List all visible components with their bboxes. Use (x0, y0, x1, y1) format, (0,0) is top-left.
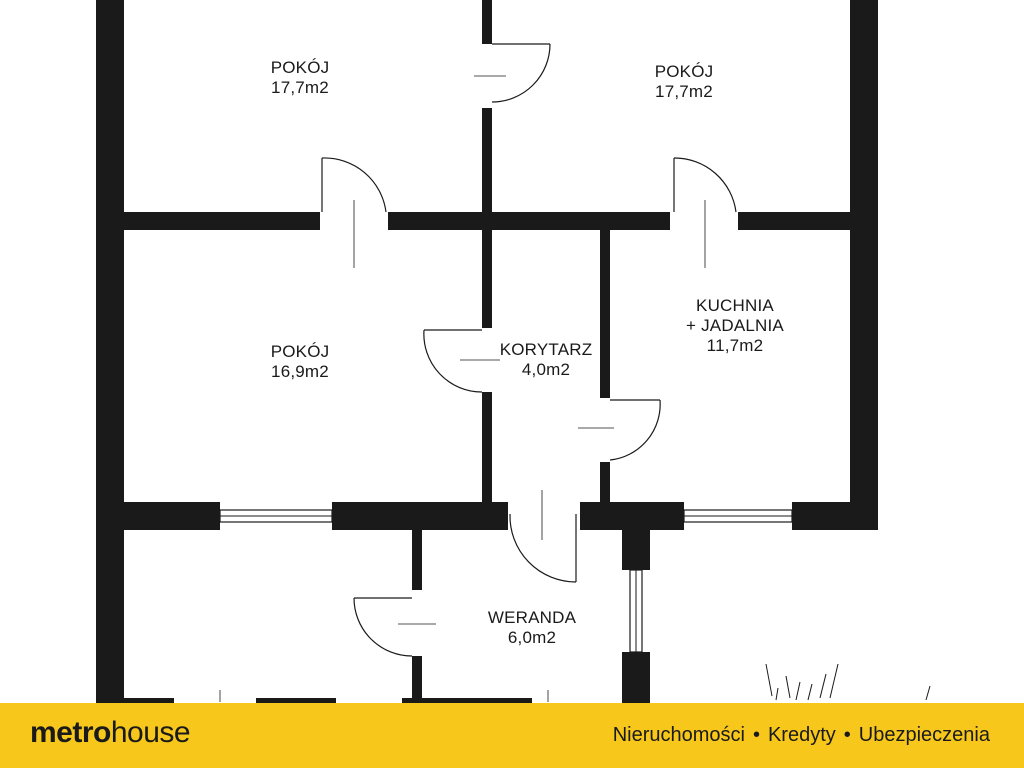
door-pokoj-left (321, 157, 387, 268)
room-label-pokoj-middle-left: POKÓJ 16,9m2 (240, 342, 360, 382)
outer-wall-left (96, 0, 124, 710)
wall-lower-center (332, 502, 508, 530)
wall-veranda-right-upper (622, 530, 650, 570)
room-label-korytarz: KORYTARZ 4,0m2 (484, 340, 608, 380)
tagline-item: Kredyty (767, 724, 836, 746)
room-label-weranda: WERANDA 6,0m2 (464, 608, 600, 648)
wall-corridor-left-lower (482, 392, 492, 504)
room-label-pokoj-top-right: POKÓJ 17,7m2 (624, 62, 744, 102)
room-name-line2: + JADALNIA (686, 316, 784, 335)
wall-lower-right-b (792, 502, 878, 530)
room-label-kuchnia: KUCHNIA + JADALNIA 11,7m2 (660, 296, 810, 356)
wall-corridor-left-upper (482, 230, 492, 328)
room-area: 17,7m2 (655, 82, 713, 101)
doors (219, 43, 737, 702)
tagline-item: Ubezpieczenia (858, 724, 990, 746)
room-area: 11,7m2 (706, 336, 764, 355)
door-veranda-left (353, 597, 436, 657)
wall-horizontal-mid-left (124, 212, 320, 230)
walls (96, 0, 878, 710)
tagline-separator: • (843, 724, 851, 746)
room-name: POKÓJ (270, 342, 330, 361)
door-corridor-bottom (509, 490, 577, 583)
metrohouse-logo: metrohouse (30, 715, 191, 751)
grass-decoration (765, 663, 931, 701)
wall-corridor-right-upper (600, 230, 610, 398)
logo-text-light: house (110, 716, 191, 749)
wall-lower-right-a (580, 502, 684, 530)
room-name: POKÓJ (270, 58, 330, 77)
tagline-item: Nieruchomości (612, 724, 745, 746)
room-name: POKÓJ (654, 62, 714, 81)
door-corridor-left (423, 329, 500, 393)
room-area: 6,0m2 (507, 628, 557, 647)
wall-center-vertical-upper (482, 108, 492, 230)
door-kitchen-top (673, 157, 737, 268)
room-name: KORYTARZ (499, 340, 593, 359)
wall-corridor-right-lower (600, 462, 610, 504)
room-area: 16,9m2 (271, 362, 329, 381)
outer-wall-right (850, 0, 878, 530)
logo-text-bold: metro (30, 716, 111, 749)
windows (219, 509, 793, 653)
door-top-center (474, 43, 551, 103)
room-area: 4,0m2 (521, 360, 571, 379)
wall-veranda-right-lower (622, 652, 650, 710)
room-label-pokoj-top-left: POKÓJ 17,7m2 (240, 58, 360, 98)
wall-veranda-left-upper (412, 530, 422, 590)
brand-footer: metrohouse Nieruchomości • Kredyty • Ubezpie… (0, 703, 1024, 768)
wall-top-stub (482, 0, 492, 44)
wall-veranda-left-lower (412, 656, 422, 710)
wall-lower-left (124, 502, 220, 530)
room-area: 17,7m2 (271, 78, 329, 97)
tagline-separator: • (752, 724, 760, 746)
wall-horizontal-mid-right (738, 212, 850, 230)
room-name: WERANDA (487, 608, 577, 627)
wall-horizontal-mid-center (388, 212, 670, 230)
door-corridor-right (578, 399, 661, 461)
room-name-line1: KUCHNIA (696, 296, 774, 315)
services-tagline: Nieruchomości • Kredyty • Ubezpieczenia (613, 723, 990, 747)
